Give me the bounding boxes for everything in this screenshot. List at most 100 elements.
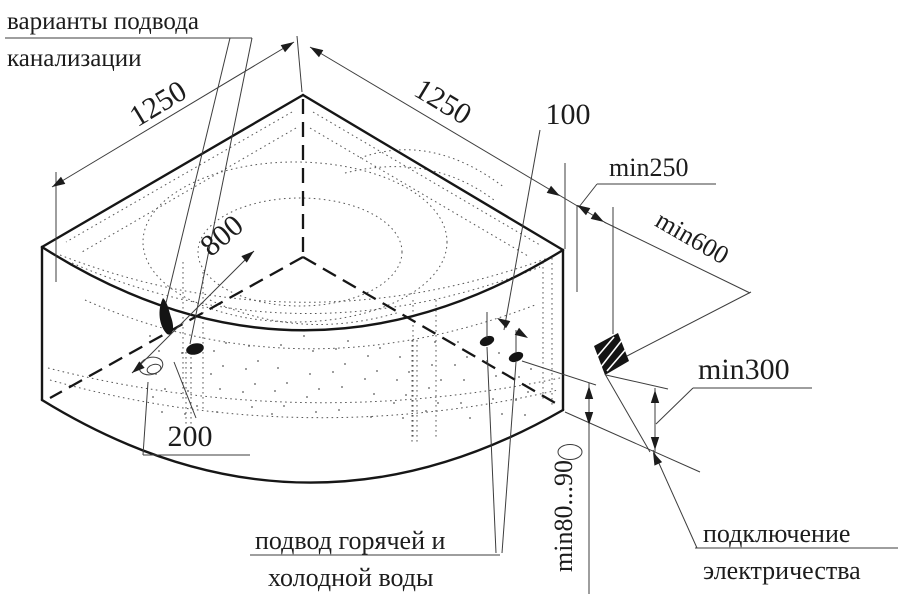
apron-speckle-texture-part bbox=[196, 405, 198, 407]
tub-left-floor-hidden-edge bbox=[49, 255, 304, 400]
tub-apron-bottom-curve bbox=[40, 398, 565, 484]
apron-speckle-texture-part bbox=[527, 391, 529, 393]
apron-speckle-texture-part bbox=[501, 413, 503, 415]
dim-water-spacing: 100 bbox=[546, 98, 591, 131]
tub-hidden-detail-part bbox=[65, 111, 293, 243]
dimension-lines-part bbox=[655, 387, 694, 425]
apron-speckle-texture-part bbox=[335, 348, 337, 350]
water-label-line2: холодной воды bbox=[268, 563, 434, 592]
tub-right-rim-edge bbox=[301, 93, 565, 252]
dim-depth: 800 bbox=[194, 209, 250, 263]
apron-speckle-texture-part bbox=[437, 402, 439, 404]
apron-speckle-texture-part bbox=[257, 360, 259, 362]
apron-speckle-texture-part bbox=[283, 405, 285, 407]
apron-speckle-texture-part bbox=[376, 370, 378, 372]
apron-speckle-texture-part bbox=[184, 413, 186, 415]
apron-speckle-texture-part bbox=[370, 416, 372, 418]
apron-speckle-texture-part bbox=[309, 373, 311, 375]
dim-left-width: 1250 bbox=[124, 74, 192, 133]
apron-speckle-texture-part bbox=[367, 355, 369, 357]
apron-speckle-texture-part bbox=[181, 352, 183, 354]
apron-speckle-texture-part bbox=[425, 410, 427, 412]
apron-speckle-texture-part bbox=[495, 375, 497, 377]
apron-speckle-texture-part bbox=[347, 340, 349, 342]
fittings-part bbox=[599, 339, 623, 369]
arrowhead-0 bbox=[280, 42, 294, 53]
apron-speckle-texture-part bbox=[277, 367, 279, 369]
apron-speckle-texture-part bbox=[213, 350, 215, 352]
apron-speckle-texture-part bbox=[286, 382, 288, 384]
apron-speckle-texture-part bbox=[469, 417, 471, 419]
arrowhead-12 bbox=[653, 452, 663, 466]
dimension-lines-part bbox=[578, 183, 598, 208]
arrowhead-3 bbox=[546, 185, 560, 196]
dimension-lines bbox=[5, 35, 898, 594]
apron-speckle-texture-part bbox=[344, 363, 346, 365]
diagram-labels: варианты подвода канализации 1250 1250 1… bbox=[7, 8, 861, 592]
arrowhead-8 bbox=[584, 386, 594, 399]
apron-speckle-texture-part bbox=[271, 413, 273, 415]
apron-speckle-texture-part bbox=[373, 393, 375, 395]
tub-hidden-detail-part bbox=[359, 149, 506, 189]
dim-outlet-from-edge: min250 bbox=[609, 153, 688, 182]
tub-hidden-detail-part bbox=[344, 166, 495, 201]
tub-hidden-detail-part bbox=[47, 367, 561, 404]
apron-speckle-texture-part bbox=[254, 383, 256, 385]
tub-hidden-detail-part bbox=[71, 262, 541, 314]
tub-hidden-detail-part bbox=[142, 161, 448, 323]
fittings bbox=[138, 298, 629, 460]
arrowhead-1 bbox=[52, 176, 66, 187]
dimension-lines-part bbox=[521, 360, 597, 386]
apron-speckle-texture-part bbox=[248, 345, 250, 347]
arrowhead-11 bbox=[650, 437, 660, 450]
dimension-lines-part bbox=[564, 411, 701, 473]
tub-left-rim-edge bbox=[40, 93, 305, 249]
dim-outlet-height: min300 bbox=[698, 353, 790, 386]
arrowhead-13 bbox=[241, 251, 254, 263]
water-label-line1: подвод горячей и bbox=[255, 526, 445, 555]
apron-speckle-texture-part bbox=[210, 373, 212, 375]
apron-speckle-texture-part bbox=[161, 411, 163, 413]
dimension-lines-part bbox=[604, 373, 651, 453]
arrowhead-9 bbox=[584, 412, 594, 425]
tub-hidden-detail-part bbox=[49, 379, 559, 419]
tub-hidden-detail-part bbox=[84, 299, 536, 350]
apron-speckle-texture-part bbox=[524, 414, 526, 416]
apron-speckle-texture-part bbox=[152, 396, 154, 398]
dimension-lines-part bbox=[503, 129, 541, 331]
arrowhead-4 bbox=[577, 205, 591, 216]
floor-drain-hole-inner bbox=[146, 363, 162, 375]
dimension-lines-part bbox=[165, 37, 231, 304]
arrowhead-10 bbox=[650, 390, 660, 403]
dim-water-height: min80...90 bbox=[549, 460, 578, 572]
arrowhead-2 bbox=[310, 47, 324, 58]
arrowhead-5 bbox=[590, 211, 604, 222]
dimension-lines-part bbox=[296, 35, 303, 93]
apron-speckle-texture-part bbox=[341, 386, 343, 388]
apron-speckle-texture-part bbox=[405, 394, 407, 396]
apron-speckle-texture-part bbox=[251, 406, 253, 408]
apron-speckle-texture-part bbox=[460, 402, 462, 404]
dimension-lines-part bbox=[142, 381, 149, 456]
apron-speckle-texture-part bbox=[318, 388, 320, 390]
apron-speckle-texture-part bbox=[158, 350, 160, 352]
apron-speckle-texture-part bbox=[219, 388, 221, 390]
apron-speckle-texture-part bbox=[379, 347, 381, 349]
apron-speckle-texture-part bbox=[463, 379, 465, 381]
apron-speckle-texture-part bbox=[164, 388, 166, 390]
dim-drain-offset: 200 bbox=[168, 420, 213, 453]
apron-speckle-texture-part bbox=[245, 368, 247, 370]
apron-speckle-texture-part bbox=[225, 342, 227, 344]
tub-hidden-detail-part bbox=[81, 127, 297, 253]
fittings-part bbox=[606, 348, 627, 372]
apron-speckle-texture bbox=[149, 335, 532, 419]
arrowhead-14 bbox=[132, 361, 145, 373]
dimension-lines-part bbox=[189, 37, 253, 345]
dimension-lines-part bbox=[501, 361, 517, 554]
dim-right-width: 1250 bbox=[409, 72, 477, 131]
dimension-lines-part bbox=[486, 346, 497, 554]
dim-outlet-along-wall: min600 bbox=[651, 205, 734, 270]
apron-speckle-texture-part bbox=[530, 368, 532, 370]
